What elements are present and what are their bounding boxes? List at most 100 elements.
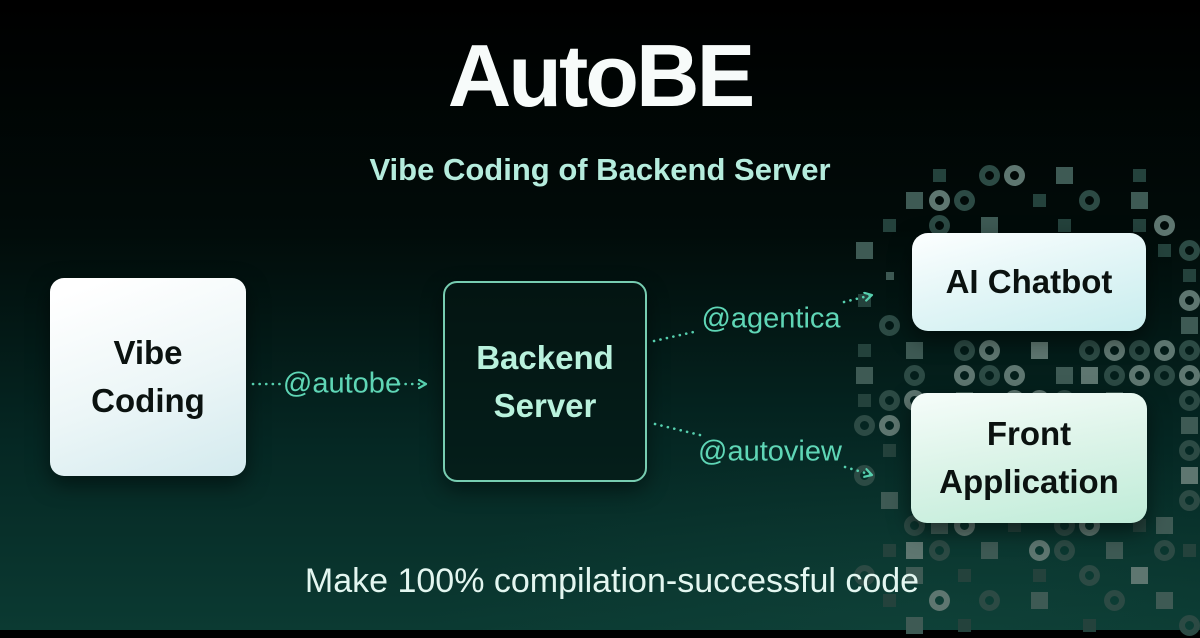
decor-cell (877, 538, 902, 563)
decor-cell (977, 213, 1002, 238)
node-front-application-label: Front Application (939, 415, 1119, 500)
decor-cell (1102, 588, 1127, 613)
decor-cell (1127, 563, 1152, 588)
decor-shape (1154, 340, 1175, 361)
decor-cell (1002, 163, 1027, 188)
decor-cell (1052, 213, 1077, 238)
decor-shape (1033, 569, 1046, 582)
decor-shape (981, 542, 998, 559)
edge-label-agentica: @agentica (701, 302, 841, 335)
decor-cell (1177, 338, 1200, 363)
decor-cell (927, 538, 952, 563)
decor-cell (977, 538, 1002, 563)
page-title: AutoBE (447, 26, 756, 125)
decor-cell (1077, 338, 1102, 363)
decor-cell (902, 338, 927, 363)
decor-shape (954, 365, 975, 386)
decor-shape (856, 367, 873, 384)
decor-cell (902, 188, 927, 213)
decor-cell (977, 363, 1002, 388)
decor-cell (1177, 263, 1200, 288)
decor-shape (1179, 440, 1200, 461)
edge-autoview-line-end (843, 465, 874, 475)
decor-cell (877, 588, 902, 613)
decor-cell (1052, 163, 1077, 188)
decor-shape (854, 415, 875, 436)
decor-shape (1056, 367, 1073, 384)
decor-shape (1181, 317, 1198, 334)
decor-cell (877, 388, 902, 413)
decor-cell (852, 363, 877, 388)
decor-cell (1127, 513, 1152, 538)
decor-cell (852, 563, 877, 588)
decor-shape (1131, 567, 1148, 584)
decor-cell (1177, 313, 1200, 338)
decor-cell (1177, 463, 1200, 488)
decor-shape (883, 219, 896, 232)
decor-shape (854, 565, 875, 586)
decor-shape (979, 340, 1000, 361)
decor-cell (952, 338, 977, 363)
decor-shape (979, 165, 1000, 186)
decor-shape (1079, 565, 1100, 586)
decor-shape (1181, 467, 1198, 484)
decor-shape (1031, 342, 1048, 359)
decor-shape (1004, 365, 1025, 386)
decor-cell (1177, 288, 1200, 313)
decor-cell (977, 338, 1002, 363)
decor-cell (1152, 213, 1177, 238)
decor-shape (879, 415, 900, 436)
decor-cell (1127, 338, 1152, 363)
edge-label-autoview: @autoview (698, 435, 842, 468)
decor-shape (1031, 592, 1048, 609)
decor-shape (979, 590, 1000, 611)
decor-shape (1158, 244, 1171, 257)
decor-shape (883, 444, 896, 457)
decor-shape (1106, 542, 1123, 559)
decor-cell (977, 588, 1002, 613)
decor-shape (879, 315, 900, 336)
decor-shape (958, 569, 971, 582)
decor-cell (1027, 563, 1052, 588)
decor-shape (929, 590, 950, 611)
decor-shape (885, 271, 894, 280)
decor-shape (1054, 540, 1075, 561)
decor-cell (1102, 363, 1127, 388)
decor-cell (1177, 438, 1200, 463)
decor-cell (1177, 238, 1200, 263)
decor-cell (1102, 538, 1127, 563)
decor-cell (852, 338, 877, 363)
decor-cell (1077, 613, 1102, 638)
decor-cell (952, 363, 977, 388)
decor-shape (881, 492, 898, 509)
decor-cell (952, 563, 977, 588)
decor-shape (1156, 517, 1173, 534)
decor-shape (1133, 519, 1146, 532)
decor-shape (1179, 390, 1200, 411)
decor-shape (883, 544, 896, 557)
decor-shape (981, 217, 998, 234)
edge-label-autobe: @autobe (282, 367, 402, 400)
decor-shape (1156, 592, 1173, 609)
decor-cell (1127, 163, 1152, 188)
decor-shape (933, 169, 946, 182)
decor-cell (1127, 188, 1152, 213)
decor-cell (1027, 338, 1052, 363)
decor-shape (1133, 219, 1146, 232)
decor-cell (1177, 388, 1200, 413)
decor-shape (906, 542, 923, 559)
decor-cell (952, 613, 977, 638)
decor-cell (852, 413, 877, 438)
decor-cell (927, 188, 952, 213)
decor-cell (877, 488, 902, 513)
decor-shape (1179, 365, 1200, 386)
decor-cell (877, 263, 902, 288)
decor-cell (877, 413, 902, 438)
decor-shape (979, 365, 1000, 386)
decor-cell (1002, 363, 1027, 388)
node-backend-server-label: Backend Server (476, 338, 614, 424)
node-vibe-coding-label: Vibe Coding (91, 334, 205, 419)
decor-cell (1152, 513, 1177, 538)
decor-cell (1177, 413, 1200, 438)
